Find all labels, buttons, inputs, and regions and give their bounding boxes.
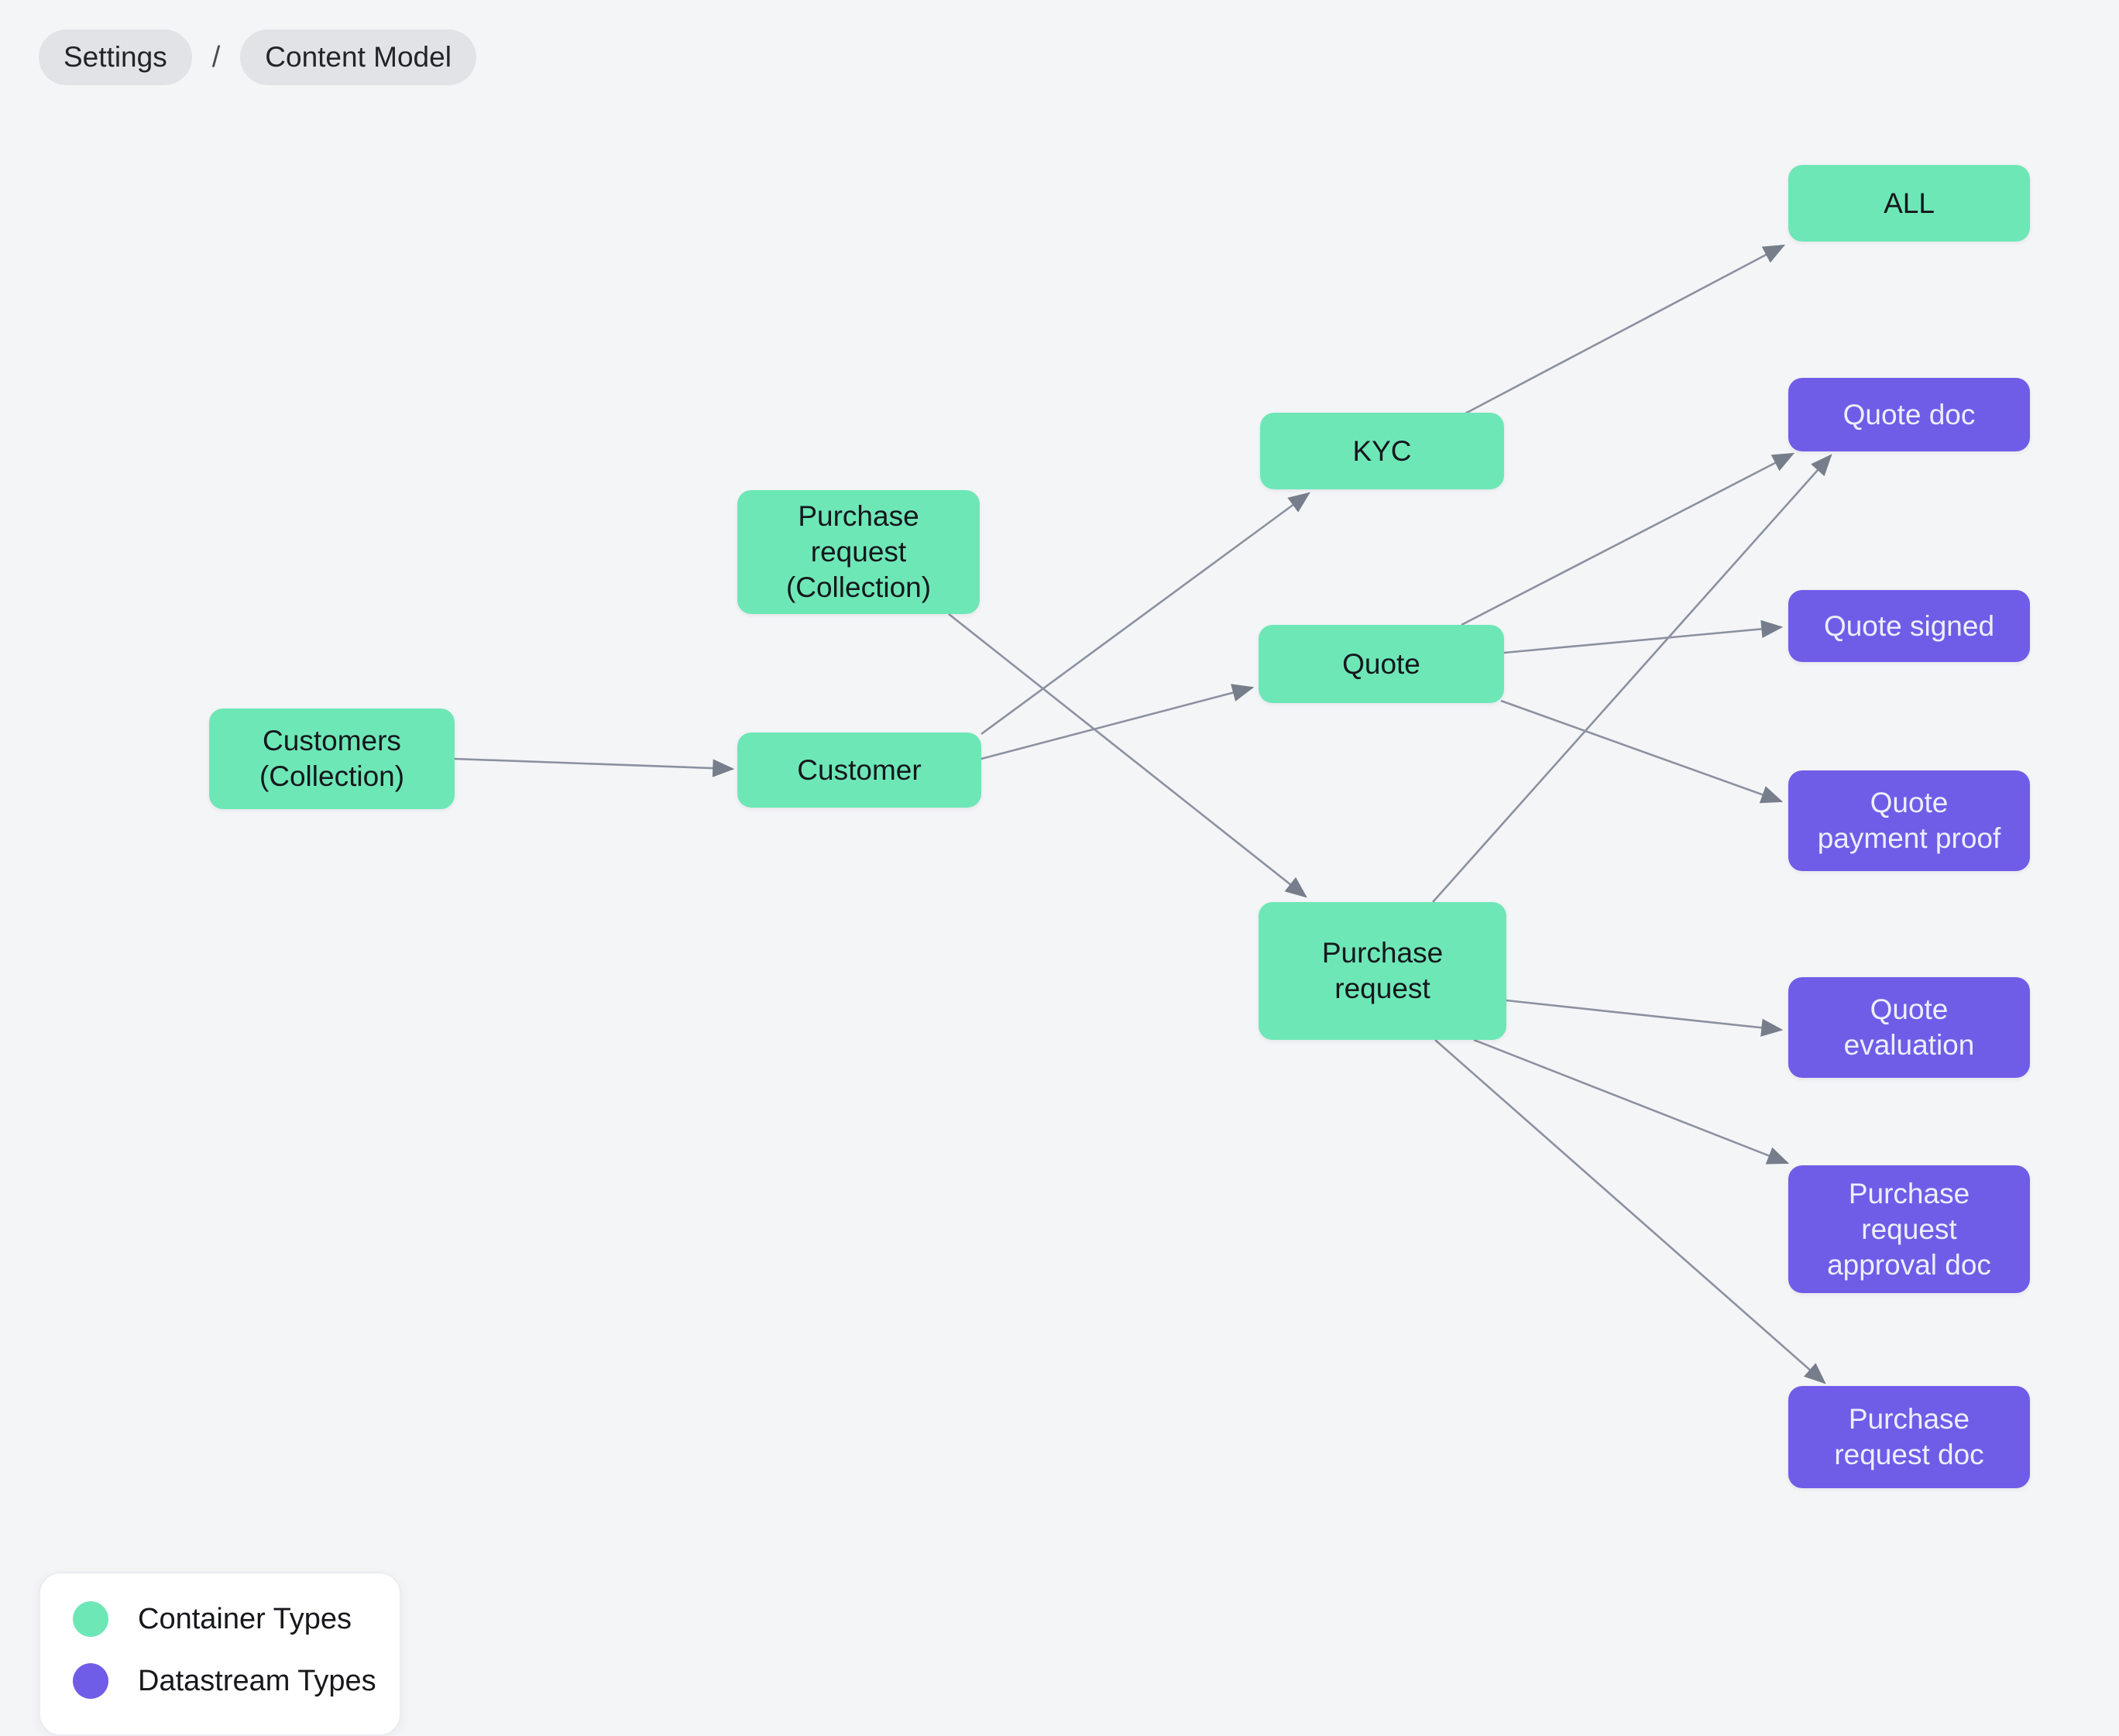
node-purchase-request-doc[interactable]: Purchase request doc — [1788, 1386, 2030, 1488]
edge-purchase-request--quote-doc — [1432, 454, 1832, 903]
node-purchase-request-collection[interactable]: Purchase request (Collection) — [737, 490, 980, 614]
legend-item-datastream: Datastream Types — [73, 1663, 376, 1699]
node-customers-collection[interactable]: Customers (Collection) — [209, 708, 455, 809]
breadcrumb: Settings / Content Model — [39, 29, 476, 85]
node-quote-payment-proof[interactable]: Quote payment proof — [1788, 770, 2030, 871]
node-label: Quote payment proof — [1817, 787, 2001, 854]
breadcrumb-item-settings[interactable]: Settings — [39, 29, 192, 85]
node-all[interactable]: ALL — [1788, 165, 2030, 242]
node-quote[interactable]: Quote — [1259, 625, 1504, 703]
edge-customer--kyc — [981, 492, 1310, 736]
node-label: Customer — [797, 753, 922, 786]
node-kyc[interactable]: KYC — [1260, 413, 1504, 489]
edge-purchase-request--purchase-request-doc — [1434, 1039, 1826, 1384]
legend-item-label: Datastream Types — [138, 1664, 376, 1697]
edge-purchase-request--purchase-request-approval-doc — [1473, 1038, 1790, 1165]
node-customer[interactable]: Customer — [737, 732, 981, 808]
node-purchase-request-approval-doc[interactable]: Purchase request approval doc — [1788, 1165, 2030, 1293]
node-label: Quote signed — [1823, 609, 1995, 642]
breadcrumb-separator: / — [211, 40, 221, 74]
edge-customers-collection--customer — [454, 757, 735, 777]
node-purchase-request[interactable]: Purchase request — [1259, 902, 1506, 1040]
node-label: Quote — [1342, 647, 1420, 680]
edge-quote--quote-signed — [1503, 619, 1784, 654]
node-label: Purchase request (Collection) — [785, 500, 932, 603]
edge-customer--quote — [981, 684, 1255, 760]
node-label: Purchase request doc — [1834, 1403, 1984, 1470]
node-label: Quote evaluation — [1843, 993, 1975, 1061]
edge-purchase-request-collection--purchase-request — [948, 612, 1307, 898]
node-label: Customers (Collection) — [259, 725, 405, 792]
edge-quote--quote-payment-proof — [1500, 699, 1784, 804]
node-quote-doc[interactable]: Quote doc — [1788, 378, 2030, 451]
edge-quote--quote-doc — [1461, 452, 1795, 626]
node-label: Purchase request approval doc — [1827, 1177, 1991, 1281]
edge-kyc--all — [1463, 244, 1786, 416]
node-label: Quote doc — [1843, 398, 1976, 431]
node-quote-signed[interactable]: Quote signed — [1788, 590, 2030, 662]
node-label: KYC — [1352, 434, 1412, 467]
legend-item-container: Container Types — [73, 1601, 367, 1637]
datastream-color-dot-icon — [73, 1663, 108, 1699]
container-color-dot-icon — [73, 1601, 108, 1637]
edge-purchase-request--quote-evaluation — [1506, 999, 1784, 1037]
node-quote-evaluation[interactable]: Quote evaluation — [1788, 977, 2030, 1078]
breadcrumb-item-content-model[interactable]: Content Model — [240, 29, 476, 85]
legend-item-label: Container Types — [138, 1602, 352, 1635]
node-label: Purchase request — [1321, 937, 1444, 1004]
node-label: ALL — [1884, 187, 1935, 219]
